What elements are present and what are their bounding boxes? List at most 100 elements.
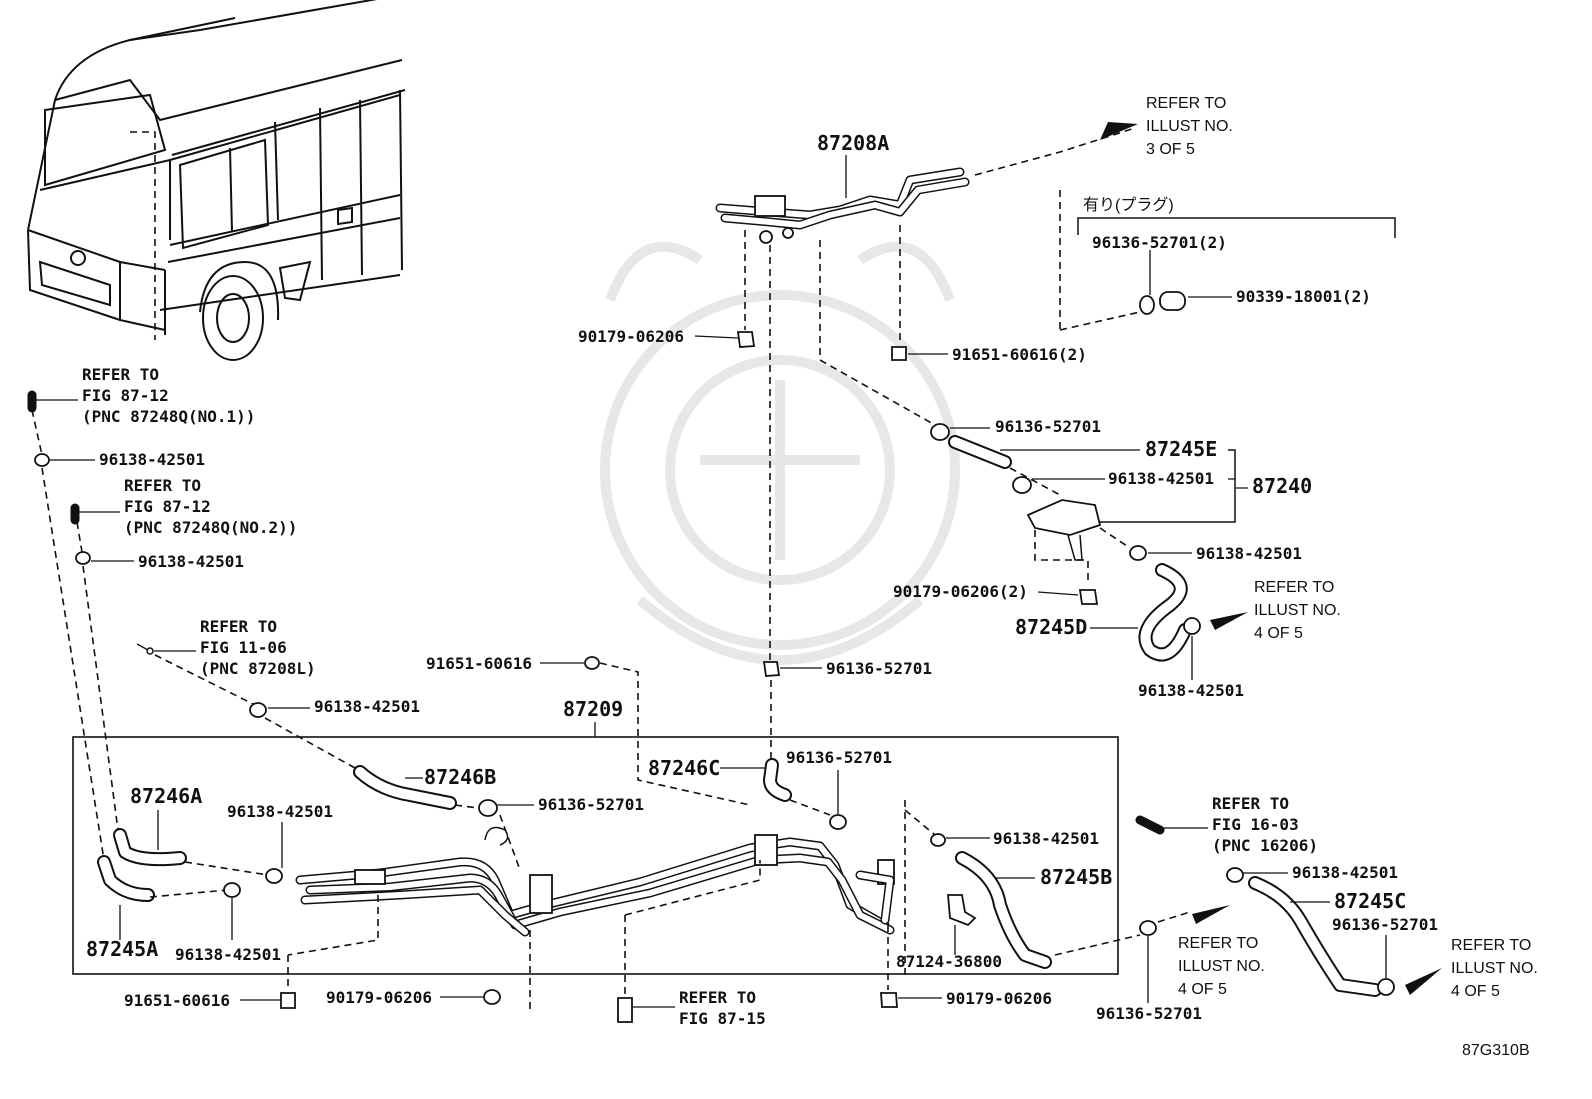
leader-87240: [1228, 478, 1248, 489]
ref-illust-4-c: REFER TO ILLUST NO. 4 OF 5: [1451, 937, 1538, 1000]
label-90179-06206-2: 90179-06206(2): [893, 582, 1028, 601]
bolt-91651-mid: [584, 656, 600, 670]
nut-90179-bot2: [880, 992, 898, 1008]
dash-left-long-1: [41, 467, 105, 861]
svg-text:REFER TO: REFER TO: [124, 476, 201, 495]
label-96138-42501-r1: 96138-42501: [1108, 469, 1214, 488]
dash-ref-11-06: [154, 654, 256, 706]
dash-87245B: [904, 809, 936, 836]
label-96138-42501-d: 96138-42501: [1292, 863, 1398, 882]
label-96136-52701-2: 96136-52701(2): [1092, 233, 1227, 252]
svg-text:ILLUST NO.: ILLUST NO.: [1451, 960, 1538, 977]
valve-87240: [1026, 499, 1102, 536]
ref-fig-87-15: REFER TO FIG 87-15: [679, 988, 766, 1028]
svg-text:3 OF 5: 3 OF 5: [1146, 141, 1195, 158]
dash-87245E-joint: [1009, 467, 1061, 496]
dash-left-2: [76, 521, 83, 553]
svg-text:REFER TO: REFER TO: [1146, 95, 1226, 112]
clamp-96138-r1: [1012, 476, 1032, 494]
ref-illust-3: REFER TO ILLUST NO. 3 OF 5: [1146, 95, 1233, 158]
label-96138-42501-l3: 96138-42501: [314, 697, 420, 716]
stud-fig-87-15: [617, 997, 633, 1023]
plug-bracket: [1077, 217, 1396, 238]
ref-fig-87-12-b: REFER TO FIG 87-12 (PNC 87248Q(NO.2)): [124, 476, 297, 537]
plug-90339: [1159, 291, 1186, 311]
ref-fig-87-12-a: REFER TO FIG 87-12 (PNC 87248Q(NO.1)): [82, 365, 255, 426]
ref-illust-4-a: REFER TO ILLUST NO. 4 OF 5: [1254, 579, 1341, 642]
nut-90179-2: [1078, 589, 1099, 605]
svg-text:FIG 87-15: FIG 87-15: [679, 1009, 766, 1028]
clamp-96136-c: [829, 814, 847, 830]
label-96138-42501-l2: 96138-42501: [138, 552, 244, 571]
label-87208A: 87208A: [817, 131, 889, 155]
arrow-illust4-c: [1405, 968, 1442, 995]
dash-to-illust4-b: [1157, 911, 1191, 923]
svg-text:(PNC 16206): (PNC 16206): [1212, 836, 1318, 855]
dash-to-87245E: [819, 240, 936, 426]
label-87245A: 87245A: [86, 937, 158, 961]
label-90179-06206-bot: 90179-06206: [326, 988, 432, 1007]
bolt-91651-2: [891, 346, 907, 361]
arrow-illust4-b: [1192, 905, 1230, 924]
label-96138-42501-c: 96138-42501: [175, 945, 281, 964]
svg-text:ILLUST NO.: ILLUST NO.: [1178, 958, 1265, 975]
pipe-87208A: [715, 167, 970, 244]
label-96138-42501-b: 96138-42501: [993, 829, 1099, 848]
bus-dash-guide: [130, 131, 156, 340]
svg-text:(PNC 87248Q(NO.1)): (PNC 87248Q(NO.1)): [82, 407, 255, 426]
dash-87246B-end: [454, 804, 479, 809]
svg-text:FIG 11-06: FIG 11-06: [200, 638, 287, 657]
label-90179-06206-bot2: 90179-06206: [946, 989, 1052, 1008]
valve-bracket: [1067, 534, 1083, 561]
clamp-96138-l3: [249, 702, 267, 718]
label-96136-52701-d: 96136-52701: [1332, 915, 1438, 934]
svg-text:4 OF 5: 4 OF 5: [1178, 981, 1227, 998]
label-87209: 87209: [563, 697, 623, 721]
label-87246C: 87246C: [648, 756, 720, 780]
dash-91651-mid: [599, 662, 751, 806]
pipe-assembly-87209: [295, 834, 895, 937]
dash-87245B-end: [1054, 934, 1141, 956]
label-96136-52701-mid: 96136-52701: [826, 659, 932, 678]
svg-text:(PNC 87248Q(NO.2)): (PNC 87248Q(NO.2)): [124, 518, 297, 537]
stub-ref-11-06: [136, 643, 149, 651]
clamp-96138-d: [1226, 867, 1244, 883]
label-87246B: 87246B: [424, 765, 496, 789]
label-91651-60616-bot: 91651-60616: [124, 991, 230, 1010]
clamp-96138-r2: [1129, 545, 1147, 561]
clamp-96136-d: [1377, 978, 1395, 996]
dash-91651-bot: [287, 895, 379, 956]
dash-left-long-2: [82, 565, 119, 831]
label-90179-06206-top: 90179-06206: [578, 327, 684, 346]
clamp-96136-r1: [930, 423, 950, 441]
label-96138-42501-r2: 96138-42501: [1196, 544, 1302, 563]
diagram-code: 87G310B: [1462, 1042, 1530, 1059]
label-96136-52701-r1: 96136-52701: [995, 417, 1101, 436]
dash-90179-2: [1034, 530, 1089, 585]
label-87245E: 87245E: [1145, 437, 1217, 461]
label-87245D: 87245D: [1015, 615, 1087, 639]
watermark-emblem: [600, 241, 960, 665]
label-90339-18001-2: 90339-18001(2): [1236, 287, 1371, 306]
svg-text:FIG 16-03: FIG 16-03: [1212, 815, 1299, 834]
clamp-96136-b: [478, 799, 498, 817]
dash-96138-r2: [1099, 527, 1131, 549]
dash-to-illust3: [974, 127, 1136, 176]
ref-fig-11-06: REFER TO FIG 11-06 (PNC 87208L): [200, 617, 316, 678]
clamp-96138-a: [265, 868, 283, 884]
clip-u: [484, 826, 509, 846]
label-96136-52701-e: 96136-52701: [1096, 1004, 1202, 1023]
bolt-91651-bot: [280, 992, 296, 1009]
svg-text:REFER TO: REFER TO: [1451, 937, 1531, 954]
nut-90179-bot: [483, 989, 501, 1005]
svg-text:REFER TO: REFER TO: [200, 617, 277, 636]
clamp-96138-r3: [1183, 617, 1201, 635]
ref-fig-16-03: REFER TO FIG 16-03 (PNC 16206): [1212, 794, 1318, 855]
svg-text:REFER TO: REFER TO: [679, 988, 756, 1007]
svg-text:ILLUST NO.: ILLUST NO.: [1254, 602, 1341, 619]
plug-clamp: [1139, 295, 1155, 315]
svg-text:REFER TO: REFER TO: [1212, 794, 1289, 813]
clip-87124: [947, 894, 977, 927]
arrow-illust3: [1100, 122, 1138, 140]
